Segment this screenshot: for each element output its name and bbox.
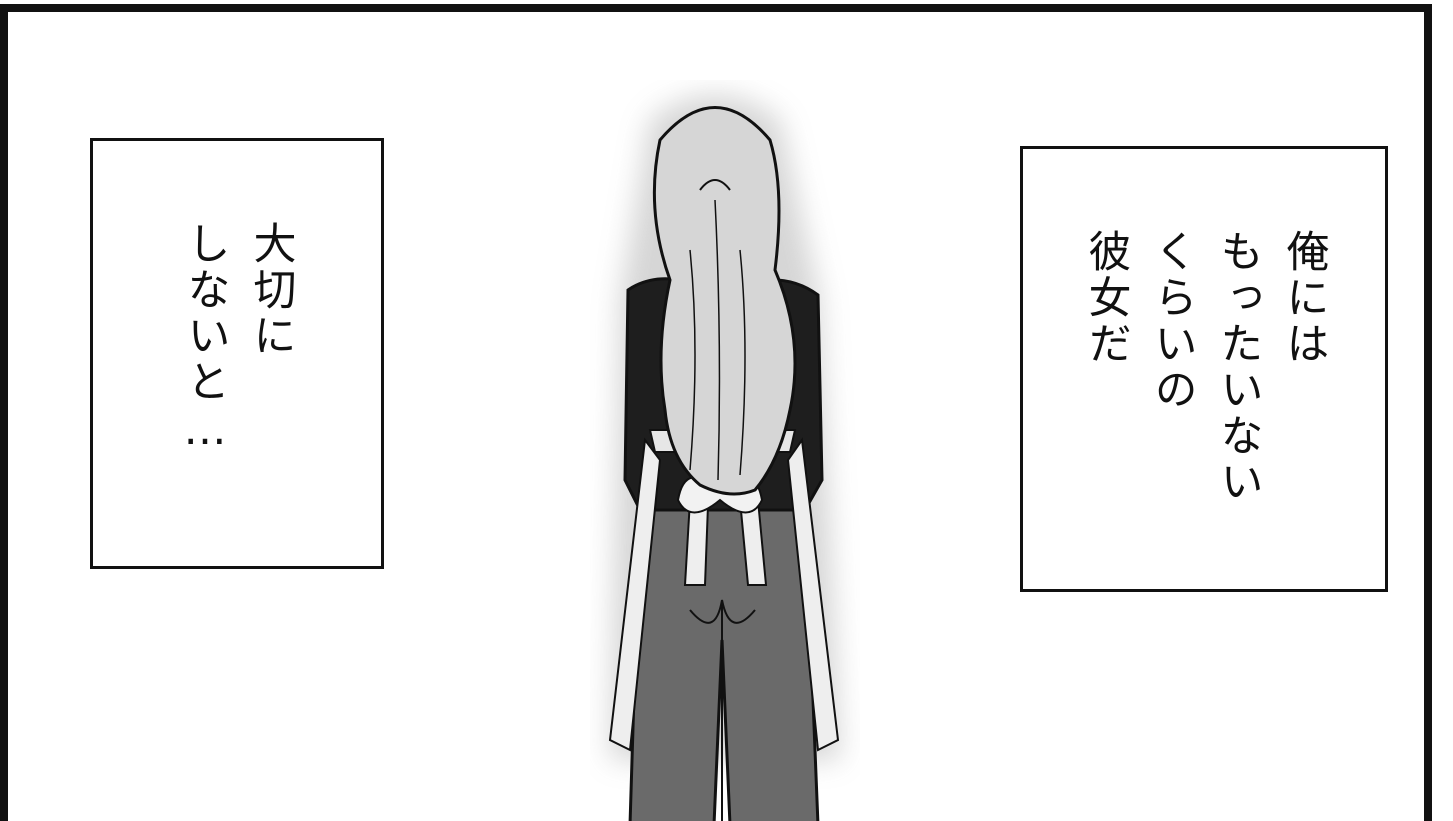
caption-line: 彼女だ xyxy=(1081,229,1131,367)
caption-line: もったいない xyxy=(1213,229,1263,505)
caption-line: くらいの xyxy=(1147,229,1197,413)
caption-line: しないと… xyxy=(180,221,230,458)
woman-back-view-illustration xyxy=(590,80,860,821)
caption-line: 俺には xyxy=(1279,229,1329,367)
caption-line: 大切に xyxy=(246,221,296,359)
caption-box-right: 俺には もったいない くらいの 彼女だ xyxy=(1020,146,1388,592)
caption-box-left: 大切に しないと… xyxy=(90,138,384,569)
panel-border xyxy=(0,4,1432,821)
